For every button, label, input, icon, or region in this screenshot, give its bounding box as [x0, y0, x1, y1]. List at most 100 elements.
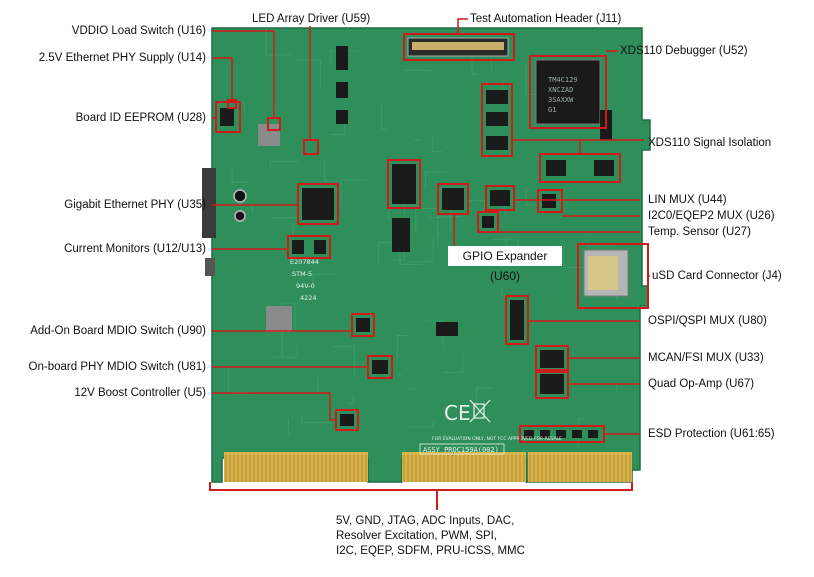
pcb-trace [273, 343, 298, 358]
esd-chip [524, 430, 534, 438]
pcb-trace [294, 59, 321, 89]
quad-op-amp-chip [540, 374, 564, 394]
mcan-fsi-mux-chip [540, 350, 564, 368]
silk-mark: STM-5 [292, 270, 312, 278]
esd-chip [540, 430, 550, 438]
ospi-qspi-mux-chip [510, 300, 524, 340]
pcb-trace [301, 414, 332, 423]
edge-fingers-right [528, 452, 632, 482]
label-current-monitors: Current Monitors (U12/U13) [64, 243, 206, 255]
gigabit-ethernet-phy-chip [302, 188, 334, 220]
xds110-isolation-chip [486, 136, 508, 150]
ic-chip [336, 82, 348, 98]
xds110-isolation-chip [486, 112, 508, 126]
ic-chip [336, 110, 348, 124]
gpio-expander-chip [442, 188, 464, 210]
callout-box-led-driver [387, 159, 421, 209]
pcb-trace [332, 346, 355, 375]
pcb-trace [324, 160, 336, 182]
label-xds110-signal-isolation: XDS110 Signal Isolation [648, 137, 772, 149]
callout-box-lin [485, 185, 515, 211]
pcb-trace [409, 237, 434, 262]
callout-box-gpio [437, 183, 469, 215]
edge-finger-stripes [225, 455, 631, 482]
test-header-pins [412, 42, 504, 50]
pcb-trace [240, 187, 244, 218]
xds110-isolation-chip [486, 90, 508, 104]
assy-label-box [419, 443, 505, 455]
label-test-automation-header: Test Automation Header (J11) [470, 13, 622, 25]
lin-mux-chip [490, 190, 510, 206]
label-mcan-fsi-mux: MCAN/FSI MUX (U33) [648, 352, 764, 364]
xds110-chip-marking: TM4C129 XNCZAD 3SAXXW G1 [548, 76, 578, 114]
silkscreen-part-marks: E207844 STM-5 94V-0 4224 [290, 258, 319, 302]
leader-vddio [212, 30, 275, 118]
callout-box-led [303, 139, 319, 155]
label-i2c-eqep-mux: I2C0/EQEP2 MUX (U26) [648, 210, 775, 222]
weee-cross [469, 399, 491, 423]
pcb-trace [330, 50, 358, 66]
esd-chip [588, 430, 598, 438]
mounting-hole [233, 189, 247, 203]
silk-mark: E207844 [290, 258, 319, 266]
pcb-trace [409, 421, 434, 428]
pcb-trace [414, 139, 421, 141]
chip-marking-line: 3SAXXW [548, 96, 574, 104]
bracket-line [209, 482, 633, 491]
pcb-trace [445, 435, 454, 456]
ic-chip [392, 218, 410, 252]
esd-chip [556, 430, 566, 438]
boost-controller-chip [340, 414, 354, 426]
label-xds110-debugger: XDS110 Debugger (U52) [620, 45, 748, 57]
bottom-bracket [209, 482, 633, 510]
callout-box-quad-op [535, 371, 569, 399]
pcb-trace [312, 273, 336, 287]
weee-bin-body [473, 403, 485, 419]
eval-note: FOR EVALUATION ONLY, NOT FCC APPROVED FO… [432, 436, 562, 442]
label-gpio-expander: GPIO Expander (U60) [448, 246, 562, 283]
mounting-hole [234, 210, 246, 222]
pcb-trace [231, 170, 249, 183]
pcb-trace [563, 247, 589, 268]
label-vddio-load-switch: VDDIO Load Switch (U16) [71, 25, 206, 37]
pcb-trace [587, 239, 616, 247]
callout-box-xds-iso [481, 83, 513, 157]
ic-chip [436, 322, 458, 336]
weee-bin-icon [469, 399, 491, 423]
silk-mark: 94V-0 [296, 282, 315, 290]
pcb-trace [398, 371, 402, 376]
silk-mark: 4224 [300, 294, 317, 302]
xds110-isolation-chip [546, 160, 566, 176]
callout-box-test-header [403, 33, 515, 61]
led-array-driver-chip [392, 164, 416, 204]
chip-marking-line: G1 [548, 106, 556, 114]
left-edge-port [205, 258, 215, 276]
pcb-trace [426, 320, 444, 346]
label-12v-boost-controller: 12V Boost Controller (U5) [74, 387, 206, 399]
label-gigabit-ethernet-phy: Gigabit Ethernet PHY (U35) [64, 199, 206, 211]
leader-eth-supply [212, 57, 233, 100]
edge-connector-signals: 5V, GND, JTAG, ADC Inputs, DAC, Resolver… [336, 514, 586, 559]
board-id-eeprom-chip [220, 108, 234, 126]
edge-signals-line: Resolver Excitation, PWM, SPI, [336, 530, 498, 542]
pcb-trace [471, 51, 478, 75]
pcb-trace [399, 248, 424, 265]
temp-sensor-chip [482, 216, 494, 228]
usd-card-slot [588, 256, 618, 290]
pcb-trace [347, 396, 354, 404]
current-monitor-chip [292, 240, 304, 254]
label-temp-sensor: Temp. Sensor (U27) [648, 226, 751, 238]
addon-mdio-switch-chip [356, 318, 370, 332]
label-board-id-eeprom: Board ID EEPROM (U28) [75, 112, 206, 124]
onboard-mdio-switch-chip [372, 360, 388, 374]
xds110-isolation-chip [594, 160, 614, 176]
pcb-trace [288, 418, 292, 435]
esd-protection-chips [524, 430, 598, 438]
label-lin-mux: LIN MUX (U44) [648, 194, 727, 206]
label-led-array-driver: LED Array Driver (U59) [252, 13, 371, 25]
chip-marking-line: XNCZAD [548, 86, 573, 94]
callout-box-gig-phy [297, 183, 339, 225]
callout-box-temp [477, 211, 499, 233]
edge-fingers-left [224, 452, 368, 482]
